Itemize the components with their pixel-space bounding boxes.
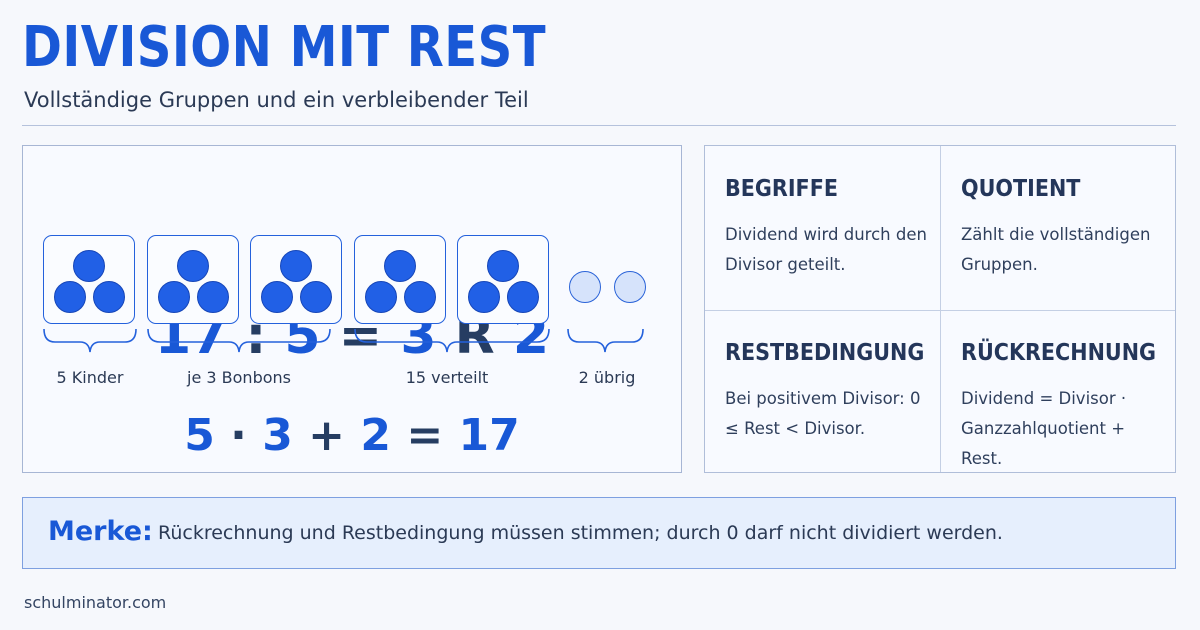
group-braces <box>43 328 644 353</box>
result: 17 <box>458 410 520 461</box>
candy-dot <box>73 250 105 282</box>
brace-kinder <box>43 328 137 353</box>
card-text: Dividend = Divisor · Ganzzahlquotient + … <box>961 389 1127 468</box>
card-text: Bei positivem Divisor: 0 ≤ Rest < Diviso… <box>725 389 921 438</box>
card-text: Zählt die vollständigen Gruppen. <box>961 225 1151 274</box>
candy-dot <box>177 250 209 282</box>
candy-dot <box>197 281 229 313</box>
equals-sign: = <box>406 410 444 461</box>
remainder-dot <box>614 271 646 303</box>
card-text: Dividend wird durch den Divisor geteilt. <box>725 225 927 274</box>
candy-dot <box>93 281 125 313</box>
candy-dot <box>384 250 416 282</box>
group-box <box>457 235 549 324</box>
card-title: RÜCKRECHNUNG <box>961 340 1157 366</box>
candy-dot <box>507 281 539 313</box>
factor-a: 5 <box>184 410 215 461</box>
brace-uebrig <box>567 328 644 353</box>
candy-dot <box>280 250 312 282</box>
card-title: BEGRIFFE <box>725 176 838 202</box>
candy-dot <box>365 281 397 313</box>
note-text: Rückrechnung und Restbedingung müssen st… <box>158 522 1003 544</box>
footer-site: schulminator.com <box>24 593 167 612</box>
candy-dot <box>300 281 332 313</box>
candy-dot <box>158 281 190 313</box>
candy-dot <box>487 250 519 282</box>
group-box <box>43 235 135 324</box>
candy-dot <box>54 281 86 313</box>
candy-dot <box>261 281 293 313</box>
grid-divider-vertical <box>940 146 941 472</box>
card-begriffe: BEGRIFFE Dividend wird durch den Divisor… <box>705 146 941 310</box>
card-title: RESTBEDINGUNG <box>725 340 925 366</box>
note-box: Merke: Rückrechnung und Restbedingung mü… <box>22 497 1176 569</box>
candy-dot <box>404 281 436 313</box>
group-box <box>250 235 342 324</box>
note-label: Merke: <box>48 516 153 547</box>
example-panel: 17 : 5 = 3 R 2 5 Kinder je 3 <box>22 145 682 473</box>
group-box <box>147 235 239 324</box>
page-subtitle: Vollständige Gruppen und ein verbleibend… <box>24 88 529 112</box>
group-box <box>354 235 446 324</box>
remainder-dot <box>569 271 601 303</box>
card-rueckrechnung: RÜCKRECHNUNG Dividend = Divisor · Ganzza… <box>941 310 1177 474</box>
brace-bonbons <box>147 328 331 353</box>
card-quotient: QUOTIENT Zählt die vollständigen Gruppen… <box>941 146 1177 310</box>
label-bonbons: je 3 Bonbons <box>187 368 291 387</box>
grid-divider-horizontal <box>705 310 1175 311</box>
candy-dot <box>468 281 500 313</box>
label-verteilt: 15 verteilt <box>405 368 489 387</box>
page-title: DIVISION MIT REST <box>22 15 546 80</box>
factor-b: 3 <box>262 410 293 461</box>
multiply-operator: · <box>230 410 247 461</box>
label-uebrig: 2 übrig <box>578 368 636 387</box>
card-restbedingung: RESTBEDINGUNG Bei positivem Divisor: 0 ≤… <box>705 310 941 474</box>
card-title: QUOTIENT <box>961 176 1081 202</box>
brace-verteilt <box>354 328 550 353</box>
label-kinder: 5 Kinder <box>56 368 124 387</box>
addend-c: 2 <box>360 410 391 461</box>
check-equation: 5 · 3 + 2 = 17 <box>23 408 681 464</box>
definitions-grid: BEGRIFFE Dividend wird durch den Divisor… <box>704 145 1176 473</box>
plus-operator: + <box>308 410 346 461</box>
header-divider <box>22 125 1176 126</box>
